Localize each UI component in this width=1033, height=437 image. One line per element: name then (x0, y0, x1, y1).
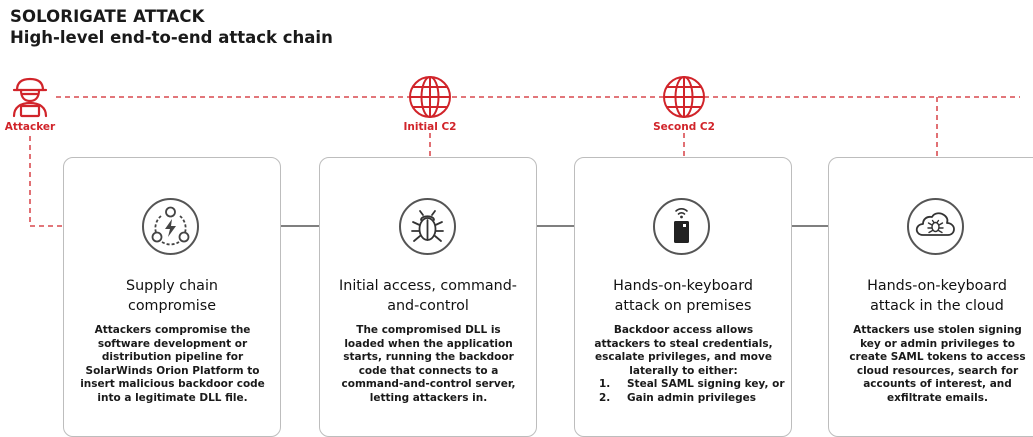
stage-icon-circle (399, 198, 456, 255)
stage-title: Hands-on-keyboard attack in the cloud (867, 278, 1007, 314)
list-item: 2.Gain admin privileges (599, 391, 757, 404)
bug-icon (411, 210, 444, 242)
supply-chain-icon (151, 206, 190, 246)
attacker-icon (12, 77, 48, 118)
stage-description: Backdoor access allows attackers to stea… (571, 324, 796, 406)
diagram-subtitle: High-level end-to-end attack chain (10, 28, 333, 47)
stage-icon-circle (142, 198, 199, 255)
wifi-device-icon (674, 208, 689, 243)
cloud-bug-icon (915, 212, 955, 236)
initial-c2-label: Initial C2 (403, 121, 457, 133)
second-c2-label: Second C2 (653, 121, 715, 133)
stage-icon-circle (907, 198, 964, 255)
stage-icon-circle (653, 198, 710, 255)
numbered-list: 1.Steal SAML signing key, or 2.Gain admi… (599, 378, 796, 405)
list-item: 1.Steal SAML signing key, or (599, 378, 785, 391)
globe-icon (663, 76, 705, 118)
stage-description: Attackers compromise the software develo… (80, 324, 265, 404)
stage-title: Hands-on-keyboard attack on premises (613, 278, 753, 314)
stage-description: Attackers use stolen signing key or admi… (849, 324, 1026, 404)
stage-description: The compromised DLL is loaded when the a… (341, 324, 516, 404)
diagram-title: SOLORIGATE ATTACK (10, 7, 205, 26)
stage-title: Supply chain compromise (126, 278, 218, 314)
globe-icon (409, 76, 451, 118)
stage-title: Initial access, command- and-control (339, 278, 517, 314)
attacker-label: Attacker (4, 121, 56, 133)
